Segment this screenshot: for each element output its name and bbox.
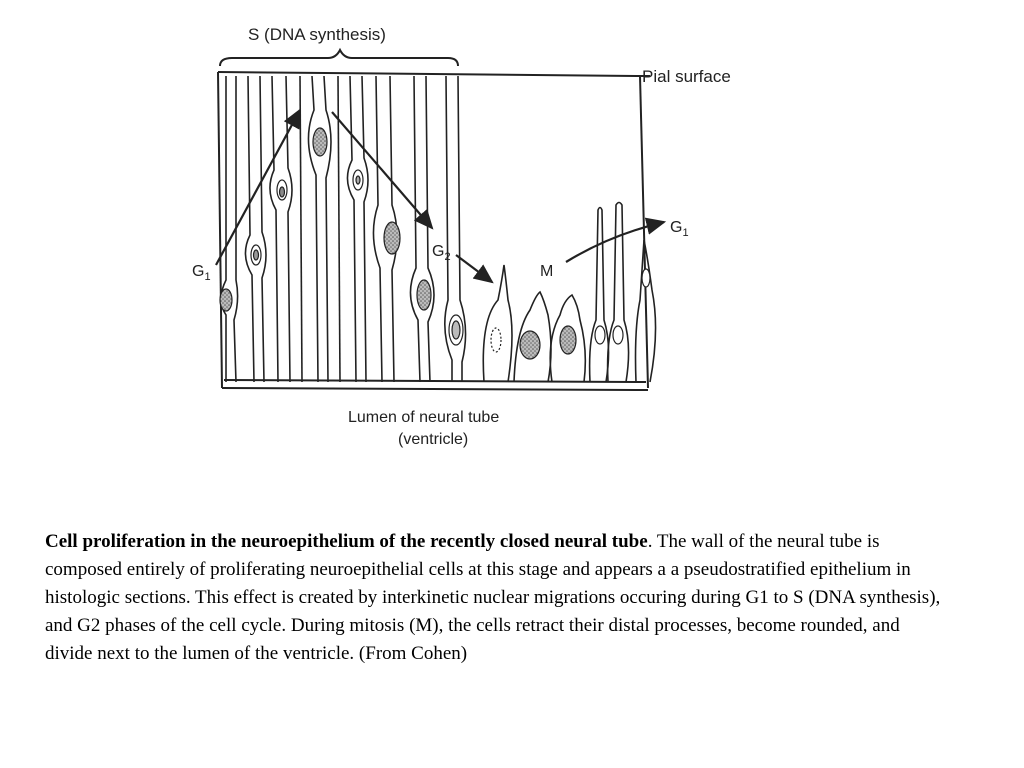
- lumen-label-line2: (ventricle): [398, 431, 468, 448]
- g1-right-label: G1: [670, 219, 689, 239]
- mitotic-chromosomes: [490, 268, 651, 360]
- phase-arrows: [215, 108, 667, 284]
- m-label: M: [540, 263, 553, 280]
- elongated-cells: [220, 75, 467, 383]
- s-phase-brace: [219, 47, 459, 67]
- neuroepithelium-diagram: S (DNA synthesis) Pial surface: [192, 25, 731, 448]
- caption-title: Cell proliferation in the neuroepitheliu…: [45, 531, 648, 552]
- s-phase-label: S (DNA synthesis): [248, 25, 386, 44]
- lumen-label-line1: Lumen of neural tube: [348, 409, 499, 426]
- mitotic-cells: [482, 201, 657, 383]
- caption-body: The wall of the neural tube is composed …: [45, 531, 941, 664]
- pial-surface-label: Pial surface: [642, 67, 731, 86]
- tissue-frame: [217, 71, 650, 391]
- cell-nuclei: [219, 127, 464, 346]
- caption-title-end: .: [647, 531, 653, 552]
- figure-caption: Cell proliferation in the neuroepitheliu…: [45, 528, 945, 668]
- g1-left-label: G1: [192, 263, 211, 283]
- g2-label: G2: [432, 243, 451, 263]
